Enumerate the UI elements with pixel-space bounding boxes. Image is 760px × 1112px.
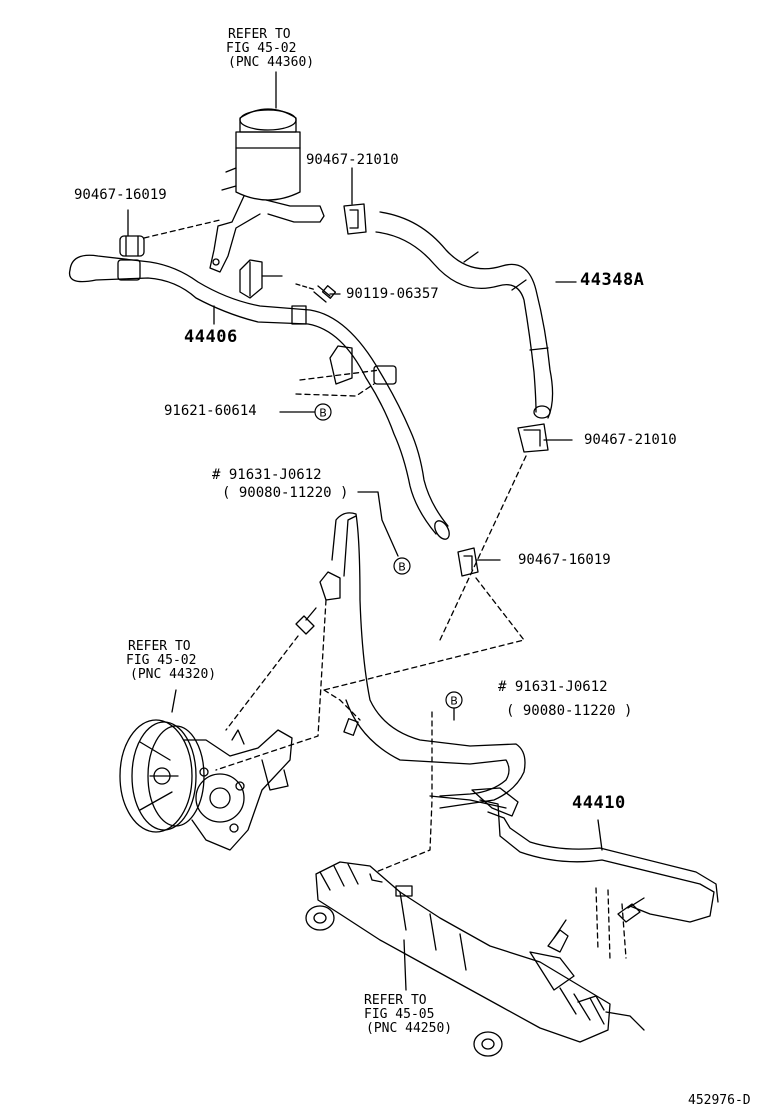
part-label-90467-16019-mid: 90467-16019: [518, 552, 611, 568]
pump-ref-line2: FIG 45-02: [126, 653, 197, 668]
reservoir-ref-line3: (PNC 44360): [228, 55, 315, 70]
pump-ref-line1: REFER TO: [128, 639, 191, 654]
part-label-90119-06357: 90119-06357: [346, 286, 439, 302]
gear-ref-line2: FIG 45-05: [364, 1007, 435, 1022]
figure-id: 452976-D: [688, 1093, 751, 1108]
part-label-44406: 44406: [184, 327, 238, 347]
gear-ref-line1: REFER TO: [364, 993, 427, 1008]
steering-gear-assembly: [305, 861, 645, 1057]
clamp-16019-top-shape: [119, 219, 221, 257]
tube-fittings: [617, 897, 645, 923]
part-label-90467-21010-top: 90467-21010: [306, 152, 399, 168]
circle-b-text-3: B: [450, 695, 458, 708]
part-label-90467-16019-top: 90467-16019: [74, 187, 167, 203]
part-label-90080-11220-right: ( 90080-11220 ): [506, 703, 633, 719]
pipe-44406-shape: [68, 254, 450, 540]
part-label-91631-j0612-right: # 91631-J0612: [498, 679, 608, 695]
gear-ref-line3: (PNC 44250): [366, 1021, 453, 1036]
clamp-16019-mid-shape: [457, 547, 479, 577]
circle-b-text-1: B: [319, 407, 327, 420]
circle-b-text-2: B: [398, 561, 406, 574]
part-label-90080-11220-left: ( 90080-11220 ): [222, 485, 349, 501]
part-label-44348a: 44348A: [580, 270, 645, 290]
hose-44348a-shape: [375, 211, 554, 419]
part-label-44410: 44410: [572, 793, 626, 813]
part-label-90467-21010-mid: 90467-21010: [584, 432, 677, 448]
tube-44410-shape: [429, 787, 719, 923]
circle-b-marker-1: B: [314, 403, 332, 421]
part-label-91631-j0612-left: # 91631-J0612: [212, 467, 322, 483]
reservoir-ref-line1: REFER TO: [228, 27, 291, 42]
reservoir-ref-line2: FIG 45-02: [226, 41, 297, 56]
part-label-91621-60614: 91621-60614: [164, 403, 257, 419]
pump-ref-line3: (PNC 44320): [130, 667, 217, 682]
leader-dashes: [215, 455, 627, 961]
leader-lines: [127, 71, 603, 991]
circle-b-marker-2: B: [393, 557, 411, 575]
bolt-06357-shape: [295, 283, 337, 303]
reservoir-tank: [209, 108, 325, 273]
clamp-21010-top-shape: [343, 203, 367, 235]
power-steering-pump: [119, 719, 293, 851]
clamp-21010-mid-shape: [517, 423, 549, 453]
circle-b-marker-3: B: [445, 691, 463, 709]
pressure-hose-shape: [319, 512, 526, 809]
union-bolt-shape: [295, 607, 317, 635]
